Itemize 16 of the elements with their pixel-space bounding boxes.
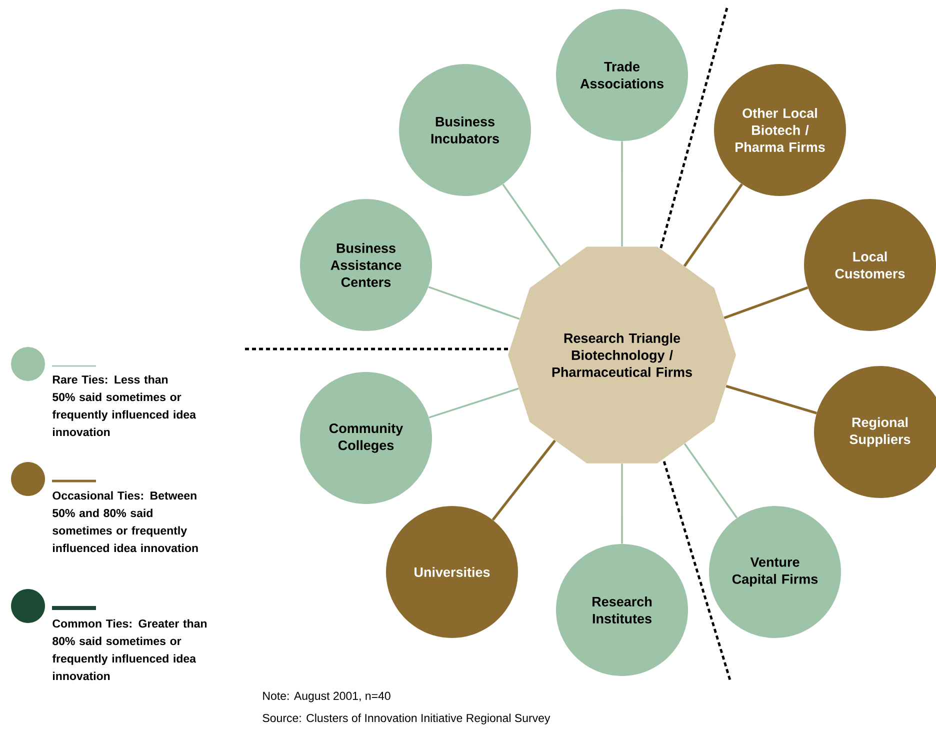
connector-line bbox=[724, 286, 808, 320]
hub-decagon: Research Triangle Biotechnology / Pharmaceutical Firms bbox=[508, 246, 736, 464]
connector-line bbox=[726, 384, 817, 414]
connector-line bbox=[621, 464, 623, 544]
connector-line bbox=[428, 286, 520, 320]
connector-line bbox=[428, 388, 519, 418]
connector-line bbox=[492, 440, 556, 521]
connector-line bbox=[684, 443, 738, 518]
connector-line bbox=[621, 141, 623, 246]
legend-text: Common Ties: Greater than 80% said sometimes or frequently influenced idea innovation bbox=[52, 619, 207, 680]
legend-text: Occasional Ties: Between 50% and 80% said sometimes or frequently influenced idea innovation bbox=[52, 491, 198, 552]
note-text: Source: Clusters of Innovation Initiative Regional Survey bbox=[262, 714, 550, 724]
connector-line bbox=[683, 183, 744, 267]
note-text: Note: August 2001, n=40 bbox=[263, 692, 390, 702]
legend-text: Rare Ties: Less than 50% said sometimes or frequently influenced idea innovation bbox=[52, 375, 196, 436]
connector-line bbox=[502, 184, 561, 266]
